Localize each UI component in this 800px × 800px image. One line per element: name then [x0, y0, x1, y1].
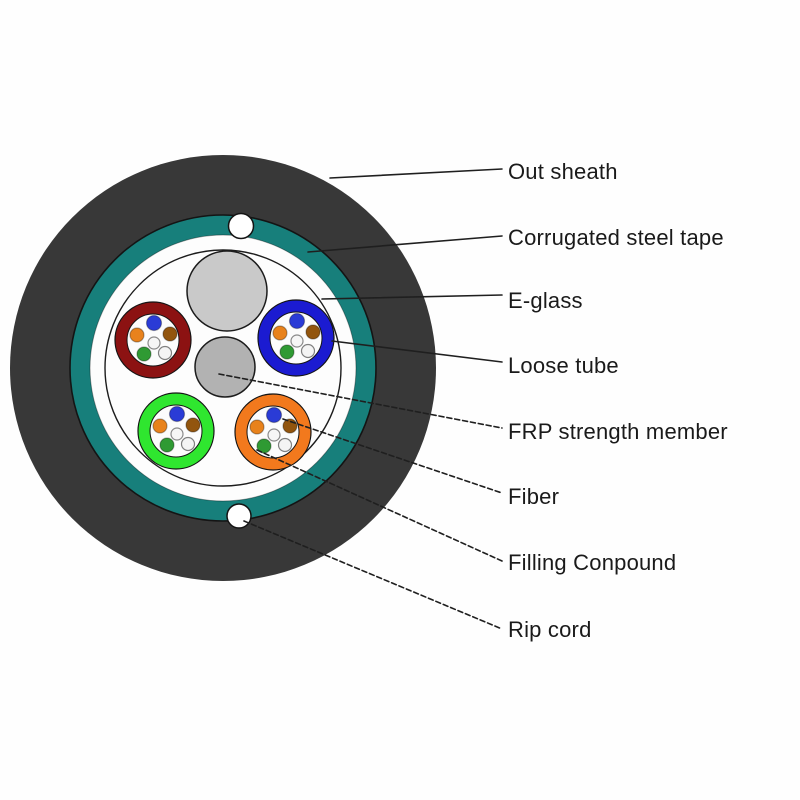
fiber-dot	[305, 324, 321, 340]
leader-line	[329, 168, 503, 179]
fiber-dot	[267, 428, 281, 442]
fiber-dot	[170, 427, 184, 441]
filling-bundle-circle	[186, 250, 268, 332]
label-loose-tube: Loose tube	[508, 353, 619, 378]
label-e-glass: E-glass	[508, 288, 583, 313]
fiber-dot	[168, 405, 186, 423]
fiber-dot	[162, 326, 178, 342]
fiber-dot	[157, 345, 173, 361]
fiber-dot	[152, 418, 168, 434]
label-fiber: Fiber	[508, 484, 560, 509]
fiber-dot	[290, 334, 304, 348]
fiber-dot	[145, 314, 163, 332]
rip-cord-circle	[226, 503, 252, 529]
fiber-dot	[279, 344, 295, 360]
fiber-dot	[265, 406, 283, 424]
label-out-sheath: Out sheath	[508, 159, 618, 184]
fiber-dot	[249, 419, 265, 435]
fiber-dot	[147, 336, 161, 350]
fiber-dot	[300, 343, 316, 359]
fiber-dot	[277, 437, 293, 453]
leader-line	[256, 449, 503, 562]
fiber-dot	[136, 346, 152, 362]
leader-line	[321, 294, 503, 300]
fiber-dot	[272, 325, 288, 341]
fiber-dot	[159, 437, 175, 453]
rip-cord-circle	[227, 212, 255, 240]
leader-line	[243, 520, 503, 630]
fiber-dot	[185, 417, 201, 433]
leader-line	[307, 235, 503, 253]
e-glass-ring	[104, 249, 342, 487]
label-frp-strength-member: FRP strength member	[508, 419, 728, 444]
fiber-dot	[129, 327, 145, 343]
leader-line	[282, 418, 503, 494]
fiber-dot	[180, 436, 196, 452]
fiber-dot	[288, 312, 306, 330]
leader-line	[331, 340, 503, 363]
label-rip-cord: Rip cord	[508, 617, 592, 642]
label-filling-conpound: Filling Conpound	[508, 550, 677, 575]
label-corrugated-steel-tape: Corrugated steel tape	[508, 225, 724, 250]
frp-strength-member-circle	[194, 336, 256, 398]
leader-line	[218, 373, 503, 429]
